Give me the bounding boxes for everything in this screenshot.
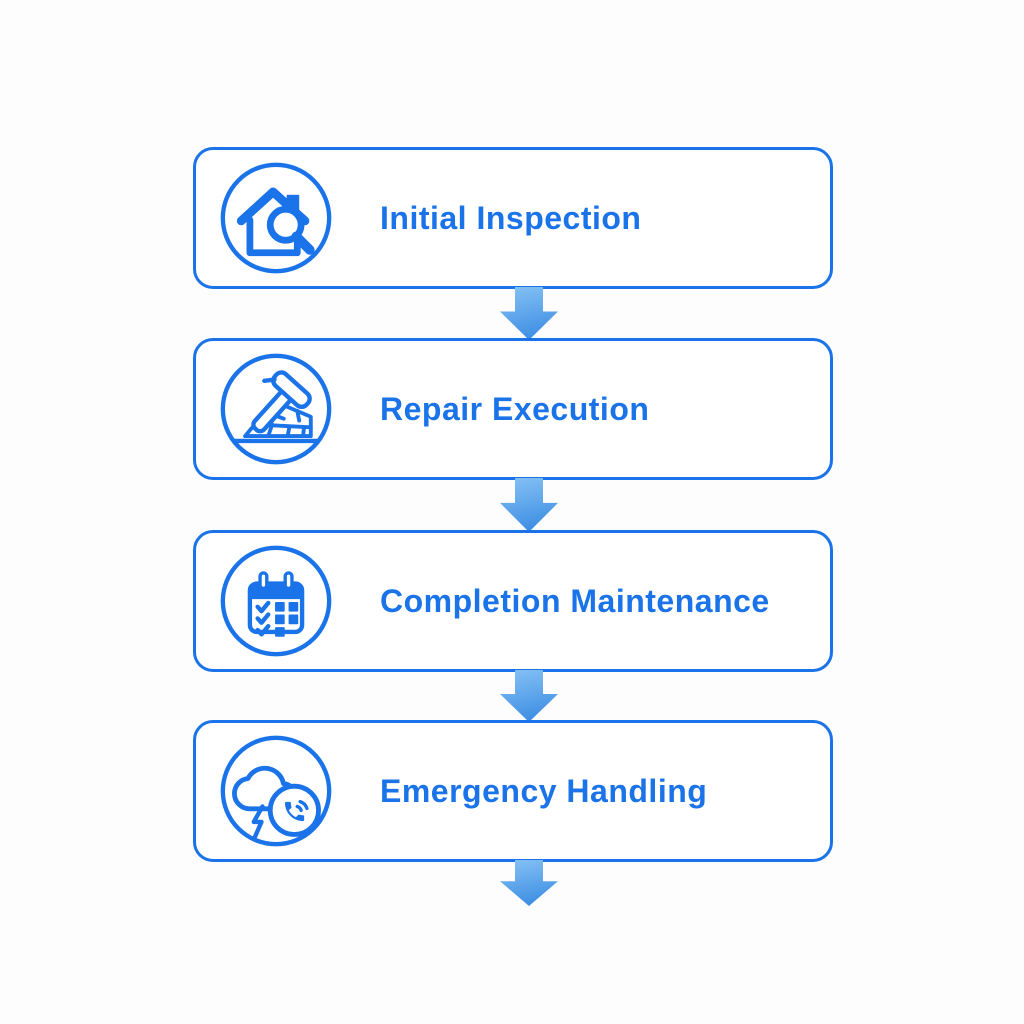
house-magnifier-icon xyxy=(218,160,334,276)
down-arrow-icon xyxy=(500,860,558,906)
calendar-checklist-icon xyxy=(218,543,334,659)
step-label: Completion Maintenance xyxy=(380,582,770,619)
step-label: Initial Inspection xyxy=(380,199,642,236)
storm-phone-call-icon xyxy=(218,733,334,849)
step-label: Emergency Handling xyxy=(380,772,708,809)
step-box-completion-maintenance: Completion Maintenance xyxy=(193,530,833,672)
down-arrow-icon xyxy=(500,287,558,340)
step-box-initial-inspection: Initial Inspection xyxy=(193,147,833,289)
step-box-emergency-handling: Emergency Handling xyxy=(193,720,833,862)
down-arrow-icon xyxy=(500,478,558,532)
roof-hammer-icon xyxy=(218,351,334,467)
step-box-repair-execution: Repair Execution xyxy=(193,338,833,480)
down-arrow-icon xyxy=(500,670,558,722)
step-label: Repair Execution xyxy=(380,390,650,427)
